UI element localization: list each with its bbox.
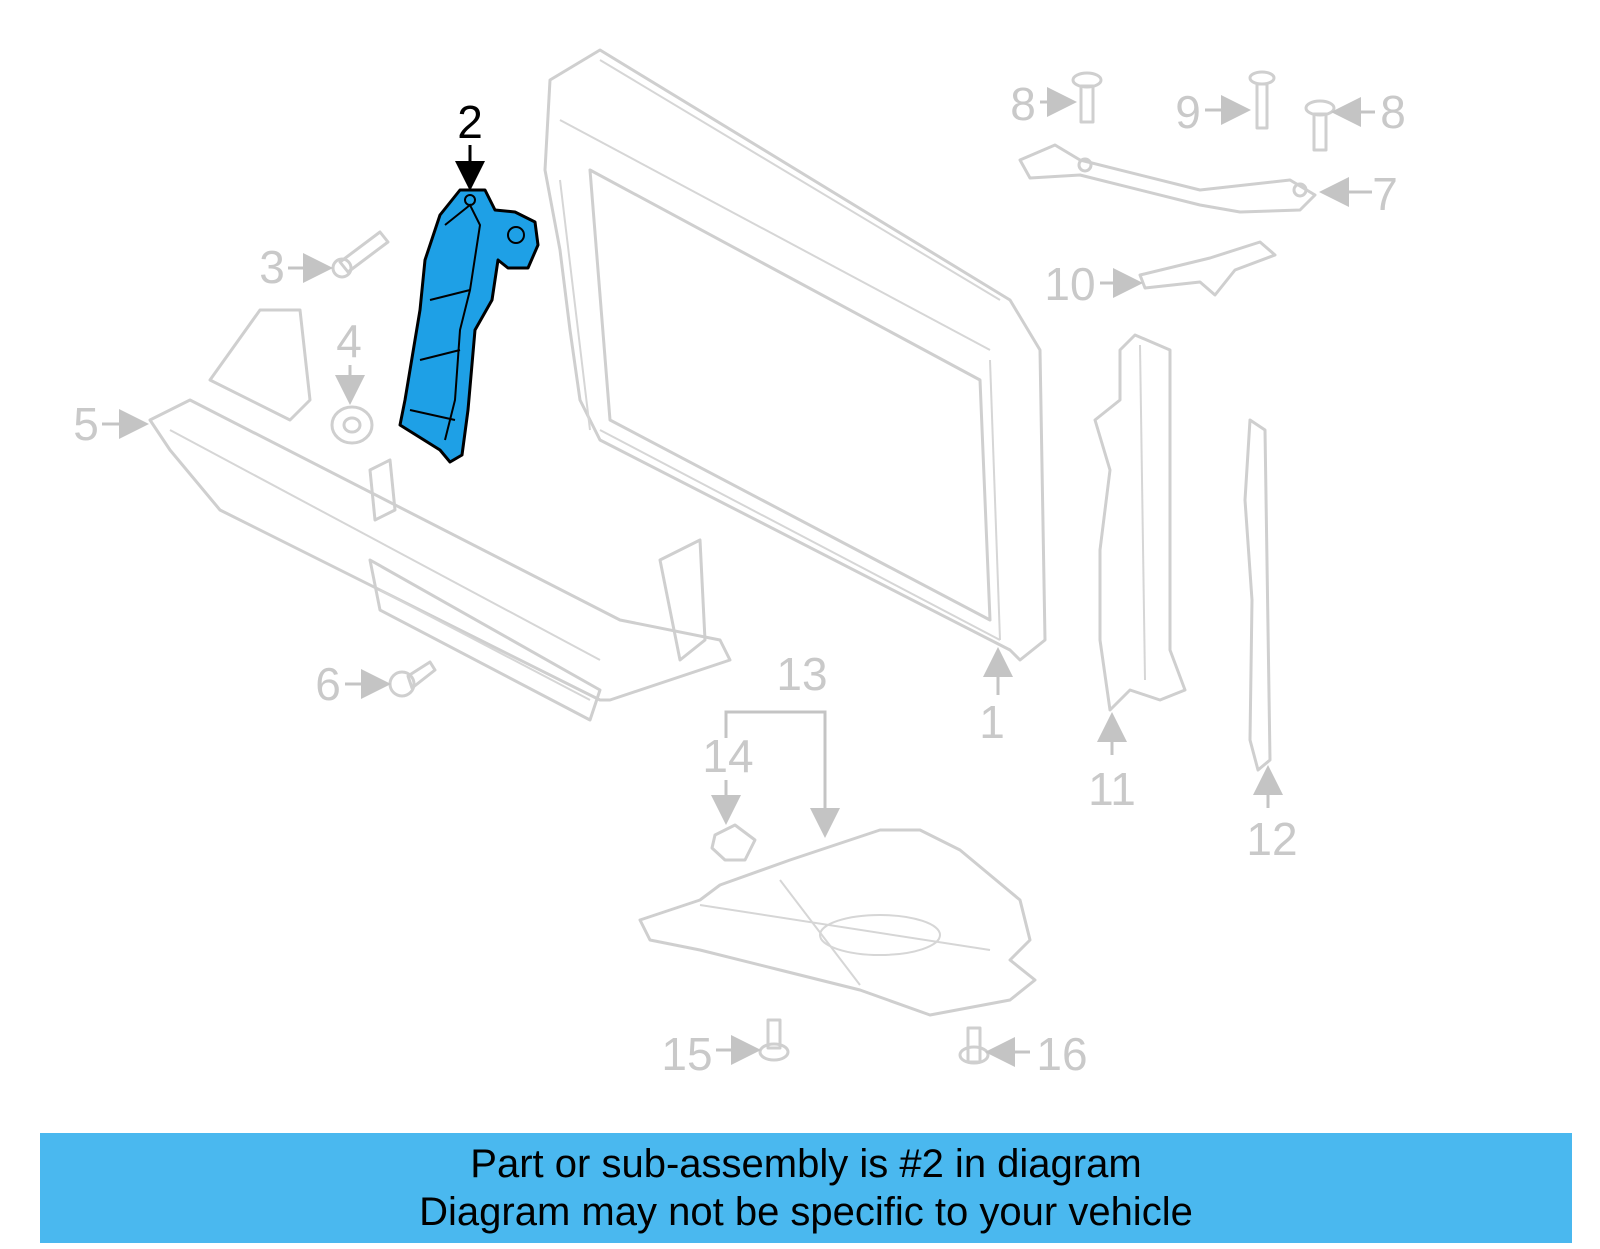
callout-14: 14 [702, 730, 753, 782]
callout-5: 5 [73, 398, 99, 450]
callout-labels: 1 2 3 4 5 6 7 8 8 9 10 11 12 13 14 15 16 [73, 78, 1406, 1080]
part-6-screw [388, 660, 437, 698]
part-3-bolt [331, 230, 390, 279]
callout-3: 3 [259, 241, 285, 293]
callout-8-right: 8 [1380, 86, 1406, 138]
parts-diagram: 1 2 3 4 5 6 7 8 8 9 10 11 12 13 14 15 16 [73, 48, 1406, 1080]
callout-8-left: 8 [1010, 78, 1036, 130]
part-12-air-guide [1243, 418, 1272, 772]
callout-6: 6 [315, 658, 341, 710]
banner-line-part: Part or sub-assembly is #2 in diagram [470, 1142, 1142, 1186]
callout-4: 4 [336, 315, 362, 367]
part-10-bracket [1138, 240, 1277, 297]
callout-15: 15 [661, 1028, 712, 1080]
part-16-bolt [958, 1026, 990, 1065]
info-banner: Part or sub-assembly is #2 in diagram Di… [40, 1133, 1572, 1243]
part-9-bolt [1248, 70, 1276, 130]
part-4-nut [330, 405, 374, 445]
part-13-splash-shield [638, 828, 1037, 1017]
callout-13: 13 [776, 648, 827, 700]
part-7-tie-bar [1018, 143, 1317, 214]
part-1-radiator-support [543, 48, 1047, 662]
callout-12: 12 [1246, 813, 1297, 865]
callout-9: 9 [1175, 86, 1201, 138]
part-15-bolt [758, 1018, 790, 1062]
callout-11: 11 [1088, 763, 1136, 815]
banner-line-disclaimer: Diagram may not be specific to your vehi… [419, 1190, 1193, 1234]
part-2-bracket-highlighted [398, 188, 540, 464]
callout-10: 10 [1044, 258, 1095, 310]
callout-2: 2 [457, 96, 483, 148]
callout-1: 1 [979, 696, 1005, 748]
part-14-clip [710, 823, 757, 862]
part-11-air-guide [1093, 333, 1187, 712]
part-8-bolt-left [1071, 71, 1103, 124]
part-5-bumper-beam [148, 308, 732, 722]
callout-16: 16 [1036, 1028, 1087, 1080]
part-8-bolt-right [1304, 99, 1336, 152]
leader-lines [102, 87, 1375, 1067]
callout-7: 7 [1372, 168, 1398, 220]
